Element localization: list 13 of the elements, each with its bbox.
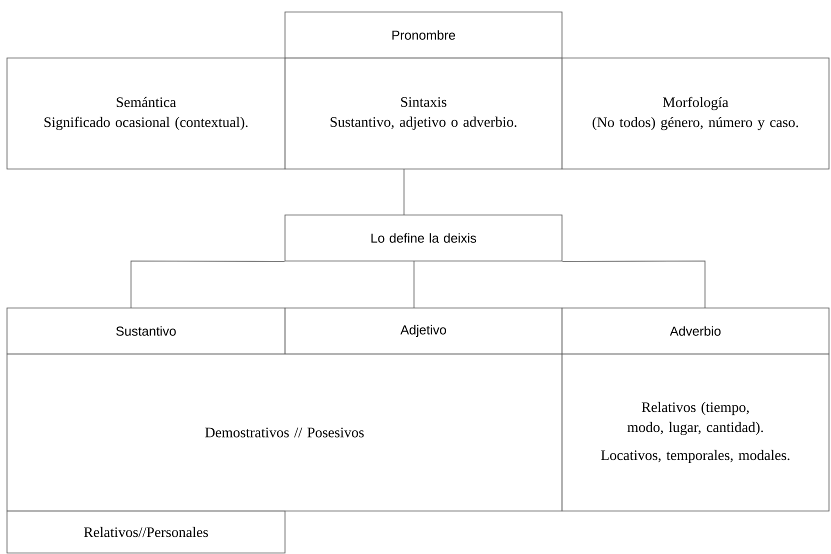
- category-cell: Morfología (No todos) género, número y caso.: [562, 58, 830, 170]
- header-cell: Adverbio: [562, 308, 830, 354]
- connector-line: [130, 260, 285, 308]
- table-cell: Relativos//Personales: [6, 510, 286, 554]
- header-cell: Pronombre: [284, 12, 562, 58]
- header-cell: Lo define la deixis: [284, 214, 562, 262]
- table-cell: Demostrativos // Posesivos: [6, 354, 562, 512]
- header-cell: Sustantivo: [6, 308, 286, 354]
- header-cell: Adjetivo: [284, 308, 562, 354]
- category-cell: Semántica Significado ocasional (contextual).: [6, 58, 286, 170]
- connector-line: [562, 260, 706, 308]
- category-cell: Sintaxis Sustantivo, adjetivo o adverbio.: [284, 58, 562, 170]
- table-cell: Relativos (tiempo, modo, lugar, cantidad). Locativos, temporales, modales.: [562, 354, 830, 512]
